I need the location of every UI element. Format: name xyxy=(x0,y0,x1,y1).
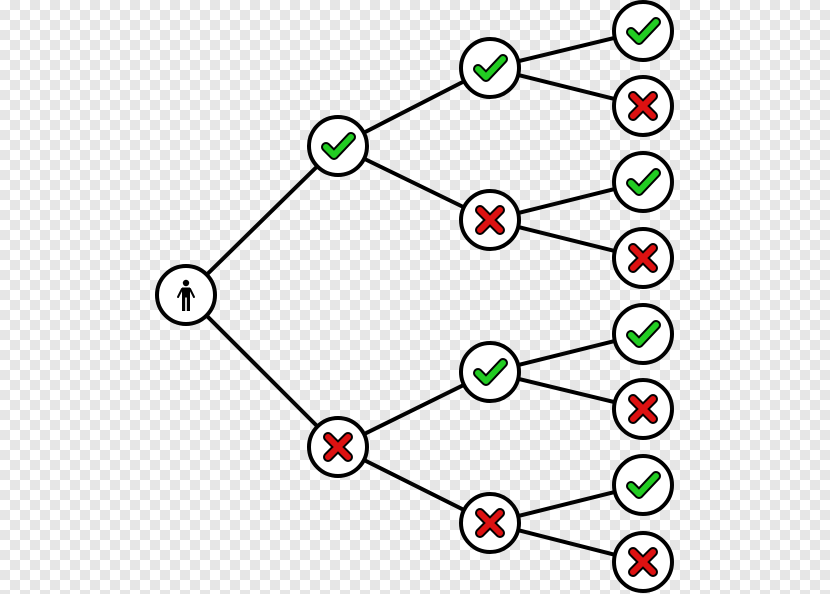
cross-icon xyxy=(630,93,656,119)
node-l1-b xyxy=(307,416,369,478)
person-right-leg xyxy=(186,297,190,311)
cross-icon xyxy=(477,207,503,233)
person-left-leg xyxy=(182,297,186,311)
cross-icon xyxy=(477,510,503,536)
checkmark-icon xyxy=(628,322,659,346)
checkmark-icon xyxy=(628,170,659,194)
node-l3-baa xyxy=(612,303,674,365)
node-l3-aaa xyxy=(612,0,674,62)
checkmark-icon xyxy=(475,56,506,80)
checkmark-icon xyxy=(475,360,506,384)
cross-icon xyxy=(630,245,656,271)
node-l3-abb xyxy=(612,227,674,289)
node-l3-bbb xyxy=(612,531,674,593)
tree-edges xyxy=(184,29,645,564)
node-l2-ab xyxy=(459,189,521,251)
node-root xyxy=(155,264,217,326)
cross-icon xyxy=(630,549,656,575)
cross-icon xyxy=(630,396,656,422)
node-l2-aa xyxy=(459,37,521,99)
node-l3-bab xyxy=(612,378,674,440)
checkmark-icon xyxy=(628,473,659,497)
checkmark-icon xyxy=(323,134,354,158)
person-head xyxy=(182,279,190,287)
person-icon xyxy=(177,279,195,311)
node-l2-ba xyxy=(459,341,521,403)
cross-icon xyxy=(325,434,351,460)
node-l1-a xyxy=(307,115,369,177)
person-torso xyxy=(182,287,190,298)
edge-root-to-l1-b xyxy=(184,293,340,449)
node-l3-aba xyxy=(612,151,674,213)
tree-nodes xyxy=(155,0,674,593)
edge-root-to-l1-a xyxy=(184,144,340,297)
node-l2-bb xyxy=(459,492,521,554)
node-l3-bba xyxy=(612,454,674,516)
checkmark-icon xyxy=(628,19,659,43)
node-l3-aab xyxy=(612,75,674,137)
person-arms xyxy=(177,288,195,298)
